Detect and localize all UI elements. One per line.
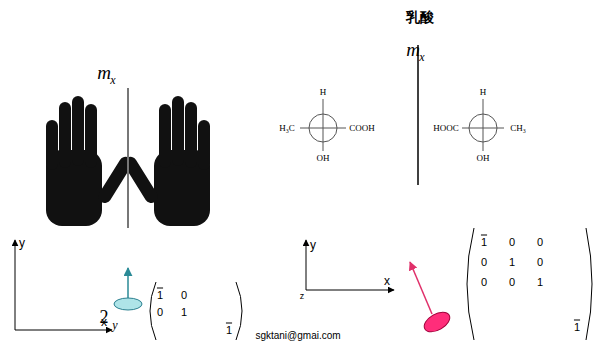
matrix-entry: 1 [226,325,232,336]
symmetry-label: 2 [100,308,109,326]
matrix-bracket [150,282,156,340]
group-label: OH [317,154,330,163]
group-label: COOH [349,124,375,133]
matrix-entry: 0 [481,257,487,268]
axis-label: y [310,239,316,251]
rotation-axis-arrow [127,268,129,298]
axis-label: z [300,292,305,301]
mirror-line [127,88,129,228]
matrix-entry: 0 [157,307,163,318]
y-axis [15,240,16,330]
matrix-entry: 1 [181,307,187,318]
left-hand [46,96,134,226]
matrix-entry: 0 [181,290,187,301]
y-axis [306,240,307,290]
title: 乳酸 [406,10,434,24]
matrix-entry: 0 [509,277,515,288]
group-label: CH₃ [510,124,526,133]
mirror-line [417,45,419,185]
matrix-bracket [467,228,474,340]
axis-label: y [19,237,25,249]
mirror-symbol [421,308,453,336]
group-label: HOOC [433,124,459,133]
group-label: OH [477,154,490,163]
subscript: x [419,51,424,63]
matrix-entry: 1 [157,290,163,301]
newman-projection [300,99,504,151]
mirror-normal-arrow [410,262,432,314]
mirror-label: m [97,63,111,82]
matrix-entry: 1 [574,322,580,333]
matrix-entry: 1 [481,237,487,248]
x-axis [306,290,394,291]
right-hand [122,96,210,226]
atom-label: H [480,88,487,97]
twofold-symbol [114,298,142,310]
matrix-entry: 1 [537,277,543,288]
group-label: H₃C [279,124,295,133]
mirror-label: m [406,40,420,59]
matrix-entry: 0 [537,237,543,248]
axis-label: x [384,275,390,287]
watermark: sgktani@gmai.com [255,331,340,341]
matrix-entry: 0 [509,237,515,248]
matrix-bracket [586,228,592,340]
atom-label: H [320,88,327,97]
subscript: x [110,74,115,86]
matrix-entry: 0 [537,257,543,268]
x-axis [15,330,112,331]
matrix-entry: 0 [481,277,487,288]
matrix-bracket [236,282,242,340]
matrix-entry: 1 [509,257,515,268]
subscript: y [112,319,117,331]
